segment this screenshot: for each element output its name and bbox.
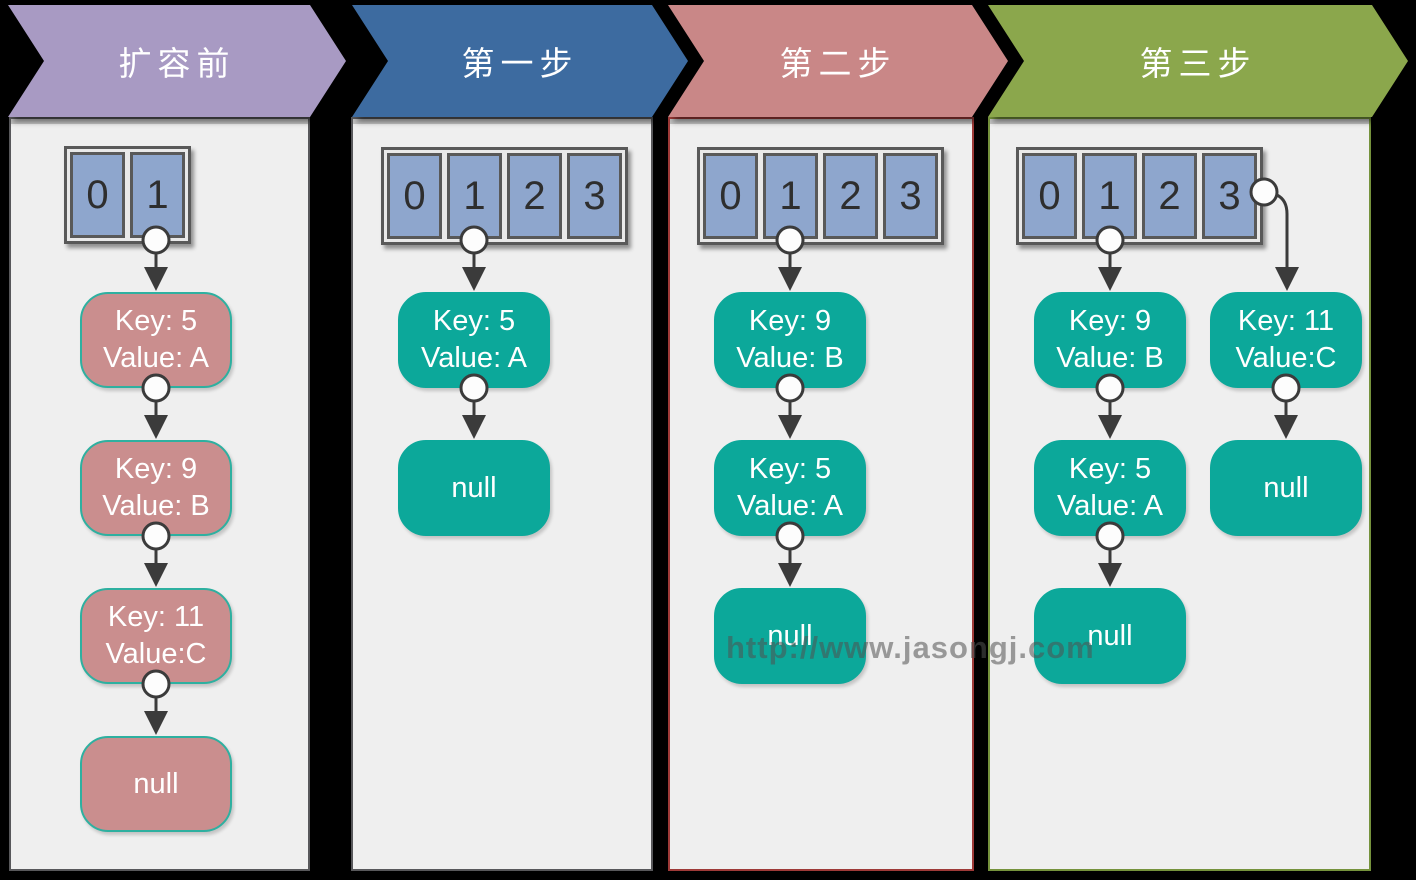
hash-node-key11: Key: 11 Value:C xyxy=(1210,292,1362,388)
bucket-cell-1: 1 xyxy=(130,152,185,238)
bucket-array-step1: 0 1 2 3 xyxy=(381,147,628,245)
banner-step-2: 第二步 xyxy=(668,5,1008,117)
bucket-cell-3: 3 xyxy=(567,153,622,239)
node-line1: null xyxy=(133,767,179,800)
hash-node-key9: Key: 9 Value: B xyxy=(80,440,232,536)
hash-node-key5: Key: 5 Value: A xyxy=(714,440,866,536)
bucket-cell-0: 0 xyxy=(703,153,758,239)
banner-label: 扩容前 xyxy=(118,45,236,82)
null-node: null xyxy=(1034,588,1186,684)
bucket-cell-2: 2 xyxy=(507,153,562,239)
node-line2: Value: B xyxy=(736,342,844,374)
bucket-cell-1: 1 xyxy=(447,153,502,239)
chevron-shape: 扩容前 xyxy=(8,5,346,117)
hash-node-key9: Key: 9 Value: B xyxy=(1034,292,1186,388)
banner-step-1: 第一步 xyxy=(352,5,688,117)
null-node: null xyxy=(1210,440,1362,536)
node-line1: Key: 5 xyxy=(1068,453,1152,485)
node-line1: Key: 11 xyxy=(107,601,205,633)
node-line2: Value: B xyxy=(1056,342,1164,374)
node-line2: Value: B xyxy=(102,490,210,522)
bucket-cell-0: 0 xyxy=(70,152,125,238)
hash-node-key5: Key: 5 Value: A xyxy=(80,292,232,388)
hash-node-key9: Key: 9 Value: B xyxy=(714,292,866,388)
node-line1: Key: 5 xyxy=(114,305,198,337)
chevron-shape: 第二步 xyxy=(668,5,1008,117)
banner-label: 第二步 xyxy=(779,45,897,82)
bucket-cell-2: 2 xyxy=(1142,153,1197,239)
banner-label: 第一步 xyxy=(461,45,579,82)
node-line1: Key: 9 xyxy=(114,453,198,485)
bucket-cell-3: 3 xyxy=(1202,153,1257,239)
chevron-shape: 第一步 xyxy=(352,5,688,117)
node-line2: Value: A xyxy=(1057,490,1163,522)
bucket-array-step3: 0 1 2 3 xyxy=(1016,147,1263,245)
chevron-shape: 第三步 xyxy=(988,5,1408,117)
bucket-cell-0: 0 xyxy=(387,153,442,239)
null-node: null xyxy=(714,588,866,684)
banner-label: 第三步 xyxy=(1139,45,1257,82)
hash-node-key5: Key: 5 Value: A xyxy=(1034,440,1186,536)
node-line1: null xyxy=(451,471,497,504)
node-line2: Value:C xyxy=(105,638,207,670)
banner-step-before: 扩容前 xyxy=(8,5,346,117)
node-line1: Key: 5 xyxy=(432,305,516,337)
node-line1: null xyxy=(767,619,813,652)
bucket-array-step2: 0 1 2 3 xyxy=(697,147,944,245)
null-node: null xyxy=(398,440,550,536)
bucket-cell-2: 2 xyxy=(823,153,878,239)
node-line2: Value: A xyxy=(103,342,209,374)
bucket-cell-1: 1 xyxy=(763,153,818,239)
bucket-cell-1: 1 xyxy=(1082,153,1137,239)
hash-node-key5: Key: 5 Value: A xyxy=(398,292,550,388)
banner-step-3: 第三步 xyxy=(988,5,1408,117)
bucket-cell-0: 0 xyxy=(1022,153,1077,239)
node-line1: Key: 11 xyxy=(1237,305,1335,337)
node-line1: Key: 9 xyxy=(1068,305,1152,337)
node-line1: null xyxy=(1263,471,1309,504)
node-line1: Key: 5 xyxy=(748,453,832,485)
node-line2: Value: A xyxy=(737,490,843,522)
bucket-cell-3: 3 xyxy=(883,153,938,239)
hash-node-key11: Key: 11 Value:C xyxy=(80,588,232,684)
node-line1: null xyxy=(1087,619,1133,652)
null-node: null xyxy=(80,736,232,832)
node-line2: Value:C xyxy=(1235,342,1337,374)
node-line2: Value: A xyxy=(421,342,527,374)
node-line1: Key: 9 xyxy=(748,305,832,337)
bucket-array-before: 0 1 xyxy=(64,146,191,244)
